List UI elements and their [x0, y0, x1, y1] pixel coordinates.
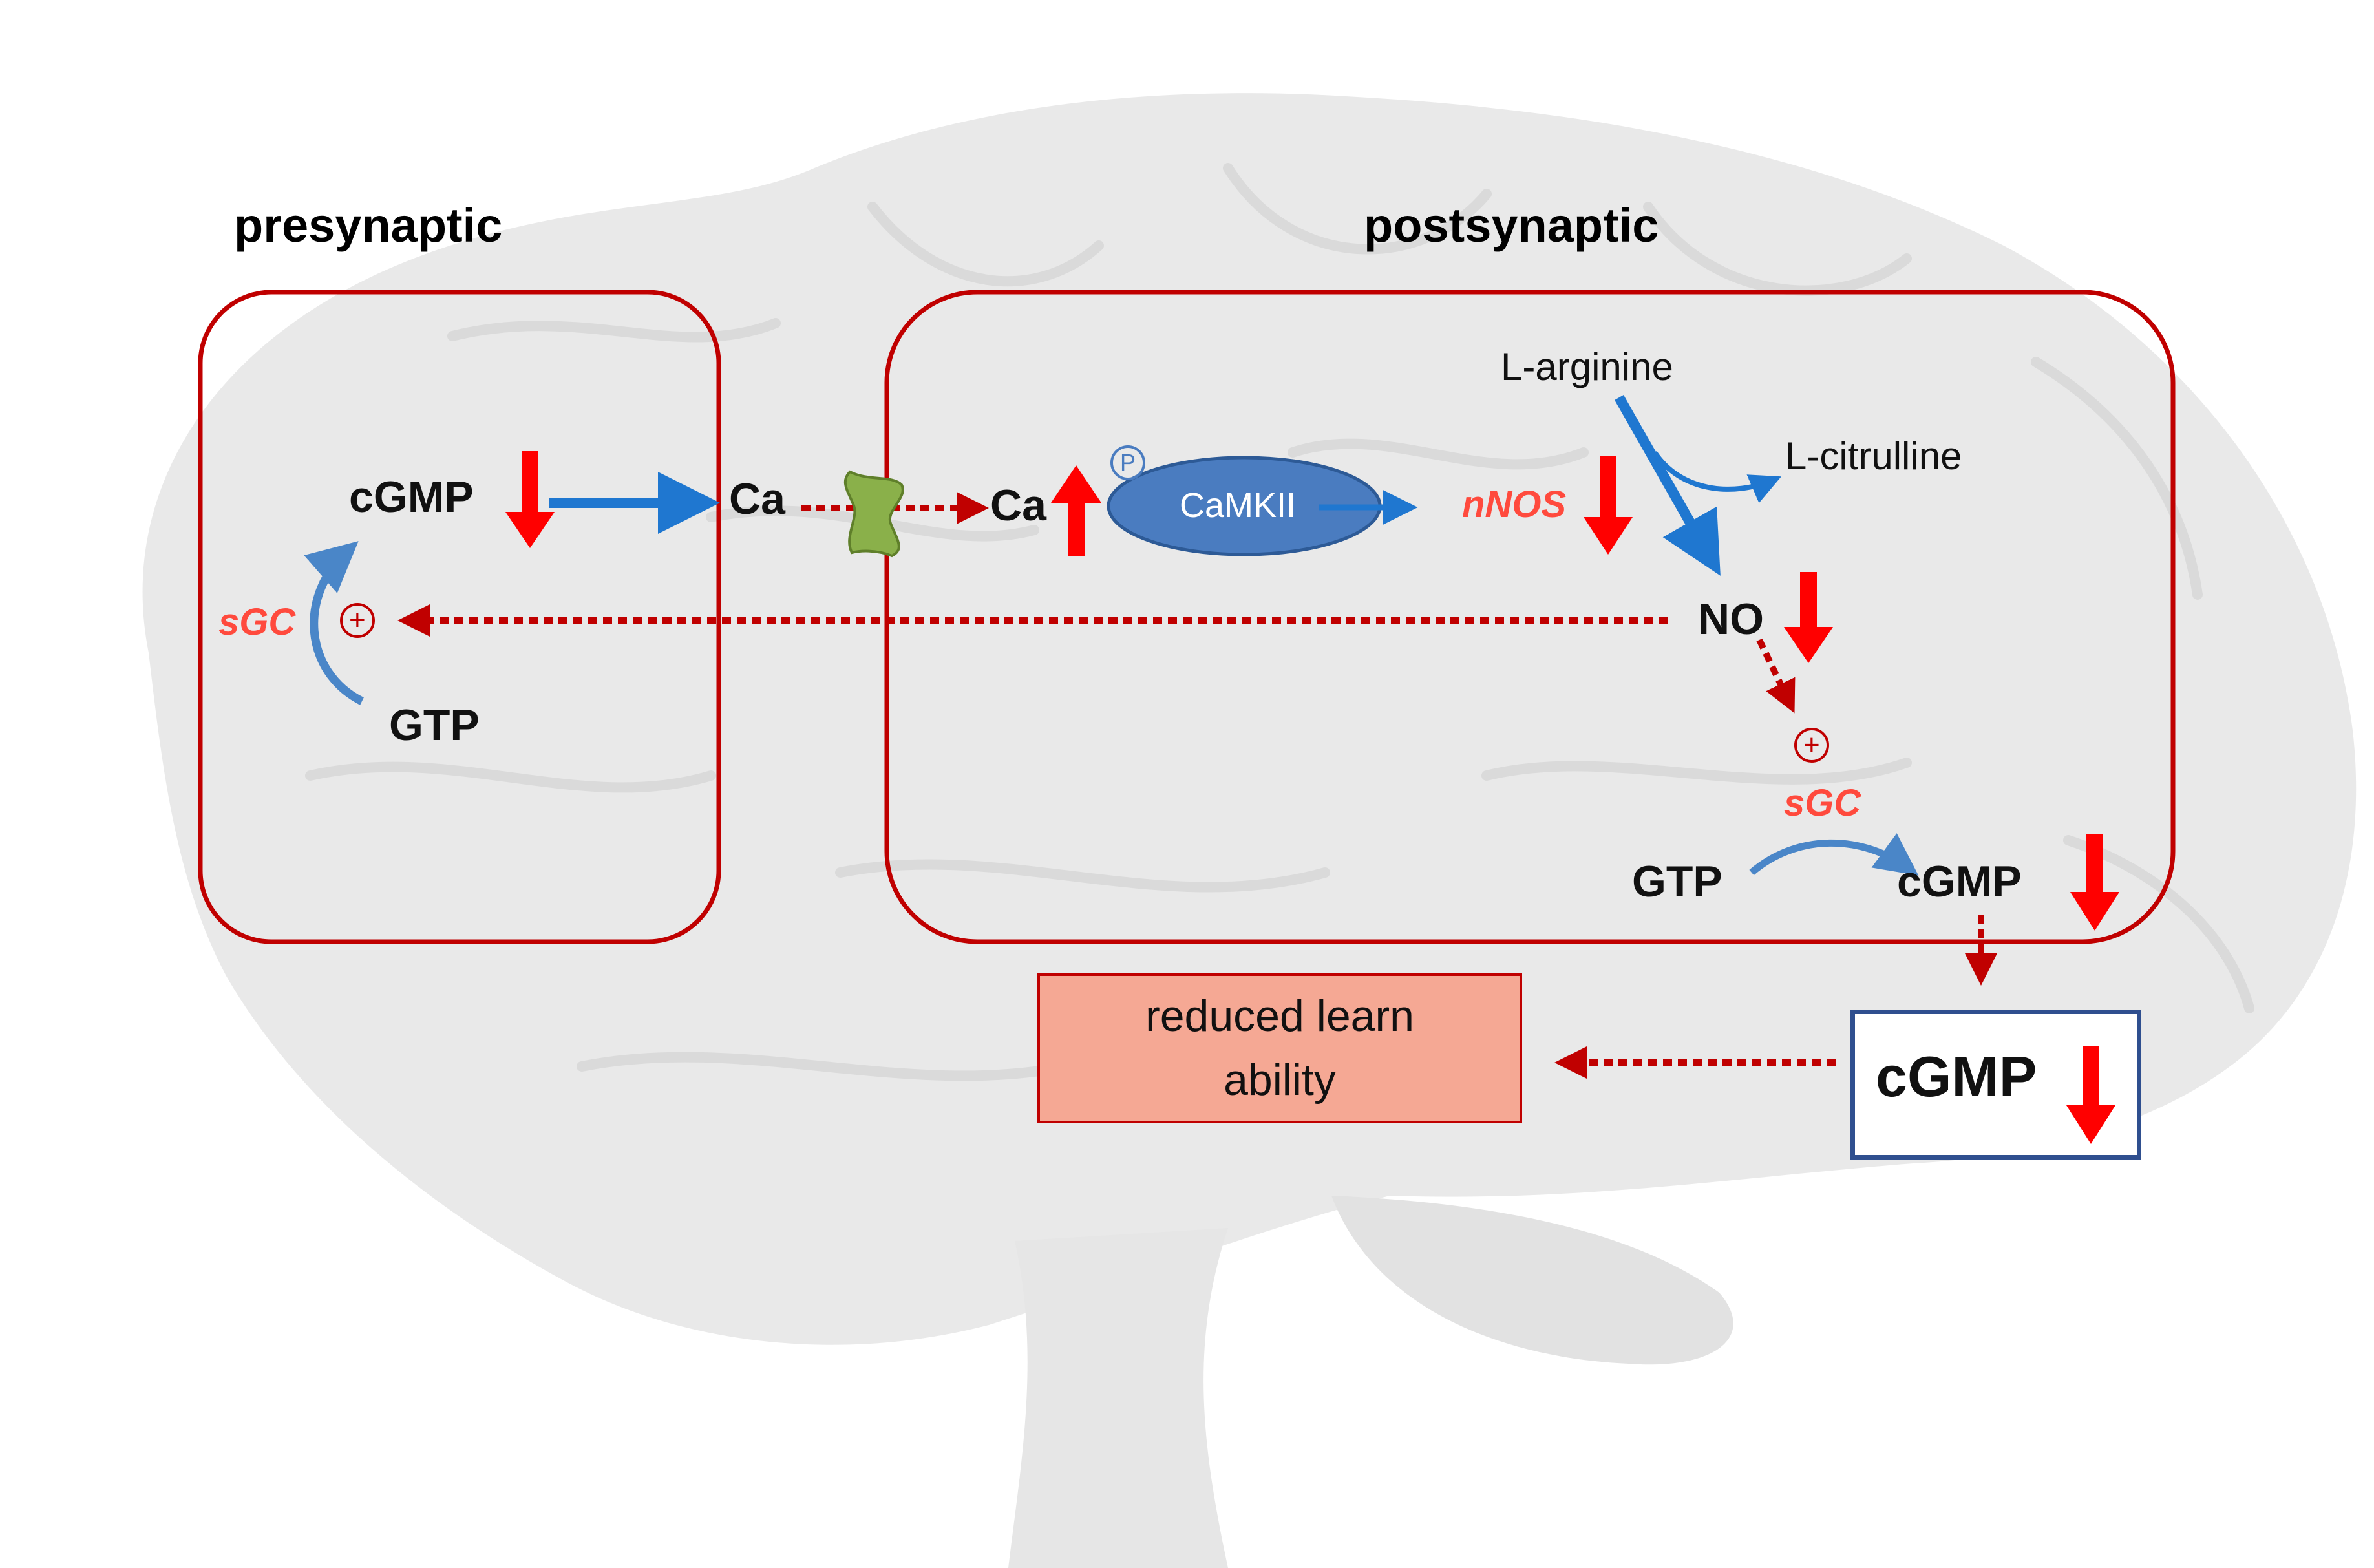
postsyn-cgmp-decrease-arrow: [2070, 834, 2119, 931]
presynaptic-heading: presynaptic: [234, 198, 503, 252]
postsynaptic-compartment: [884, 290, 2176, 944]
presyn-gtp-label: GTP: [389, 701, 480, 750]
brain-silhouette: [142, 93, 2357, 1568]
no-decrease-arrow: [1784, 572, 1833, 663]
l-arginine-label: L-arginine: [1501, 345, 1673, 388]
phosphate-icon: [1110, 445, 1145, 480]
arginine-to-no-arrow: [1615, 395, 1721, 576]
postsyn-cgmp-label: cGMP: [1897, 857, 2022, 906]
presyn-cgmp-decrease-arrow: [505, 451, 555, 548]
presyn-sgc-label: sGC: [218, 601, 296, 643]
postsyn-plus-circle: [1794, 728, 1829, 763]
nnos-decrease-arrow: [1584, 456, 1633, 555]
postsynaptic-heading: postsynaptic: [1364, 198, 1659, 252]
no-label: NO: [1698, 595, 1764, 644]
ca-increase-arrow: [1051, 465, 1101, 556]
reduced-learn-ability-text: reduced learn ability: [1145, 991, 1414, 1105]
no-to-postsyn-sgc-dotted-arrow: [1756, 638, 1796, 714]
postsyn-sgc-label: sGC: [1784, 782, 1861, 824]
outcome-cgmp-label: cGMP: [1876, 1044, 2037, 1108]
camkii-label: CaMKII: [1180, 486, 1297, 525]
postsyn-ca-label: Ca: [990, 481, 1046, 530]
postsyn-plus-sign: +: [1803, 729, 1820, 761]
presyn-gtp-to-cgmp-arrow: [304, 541, 364, 705]
presynaptic-compartment: [198, 290, 721, 944]
phosphate-label: P: [1120, 449, 1136, 476]
presyn-ca-label: Ca: [729, 474, 785, 524]
presyn-plus-circle: [340, 603, 375, 638]
postsyn-gtp-label: GTP: [1632, 857, 1722, 906]
reduced-learn-ability-box: reduced learn ability: [1037, 973, 1522, 1123]
l-citrulline-label: L-citrulline: [1785, 434, 1962, 478]
presyn-cgmp-label: cGMP: [349, 472, 474, 522]
postsyn-gtp-to-cgmp-arrow: [1749, 833, 1919, 876]
nnos-label: nNOS: [1462, 483, 1567, 525]
arginine-to-citrulline-arrow: [1652, 450, 1782, 503]
calcium-channel-icon: [843, 470, 904, 558]
presyn-plus-sign: +: [349, 604, 366, 636]
